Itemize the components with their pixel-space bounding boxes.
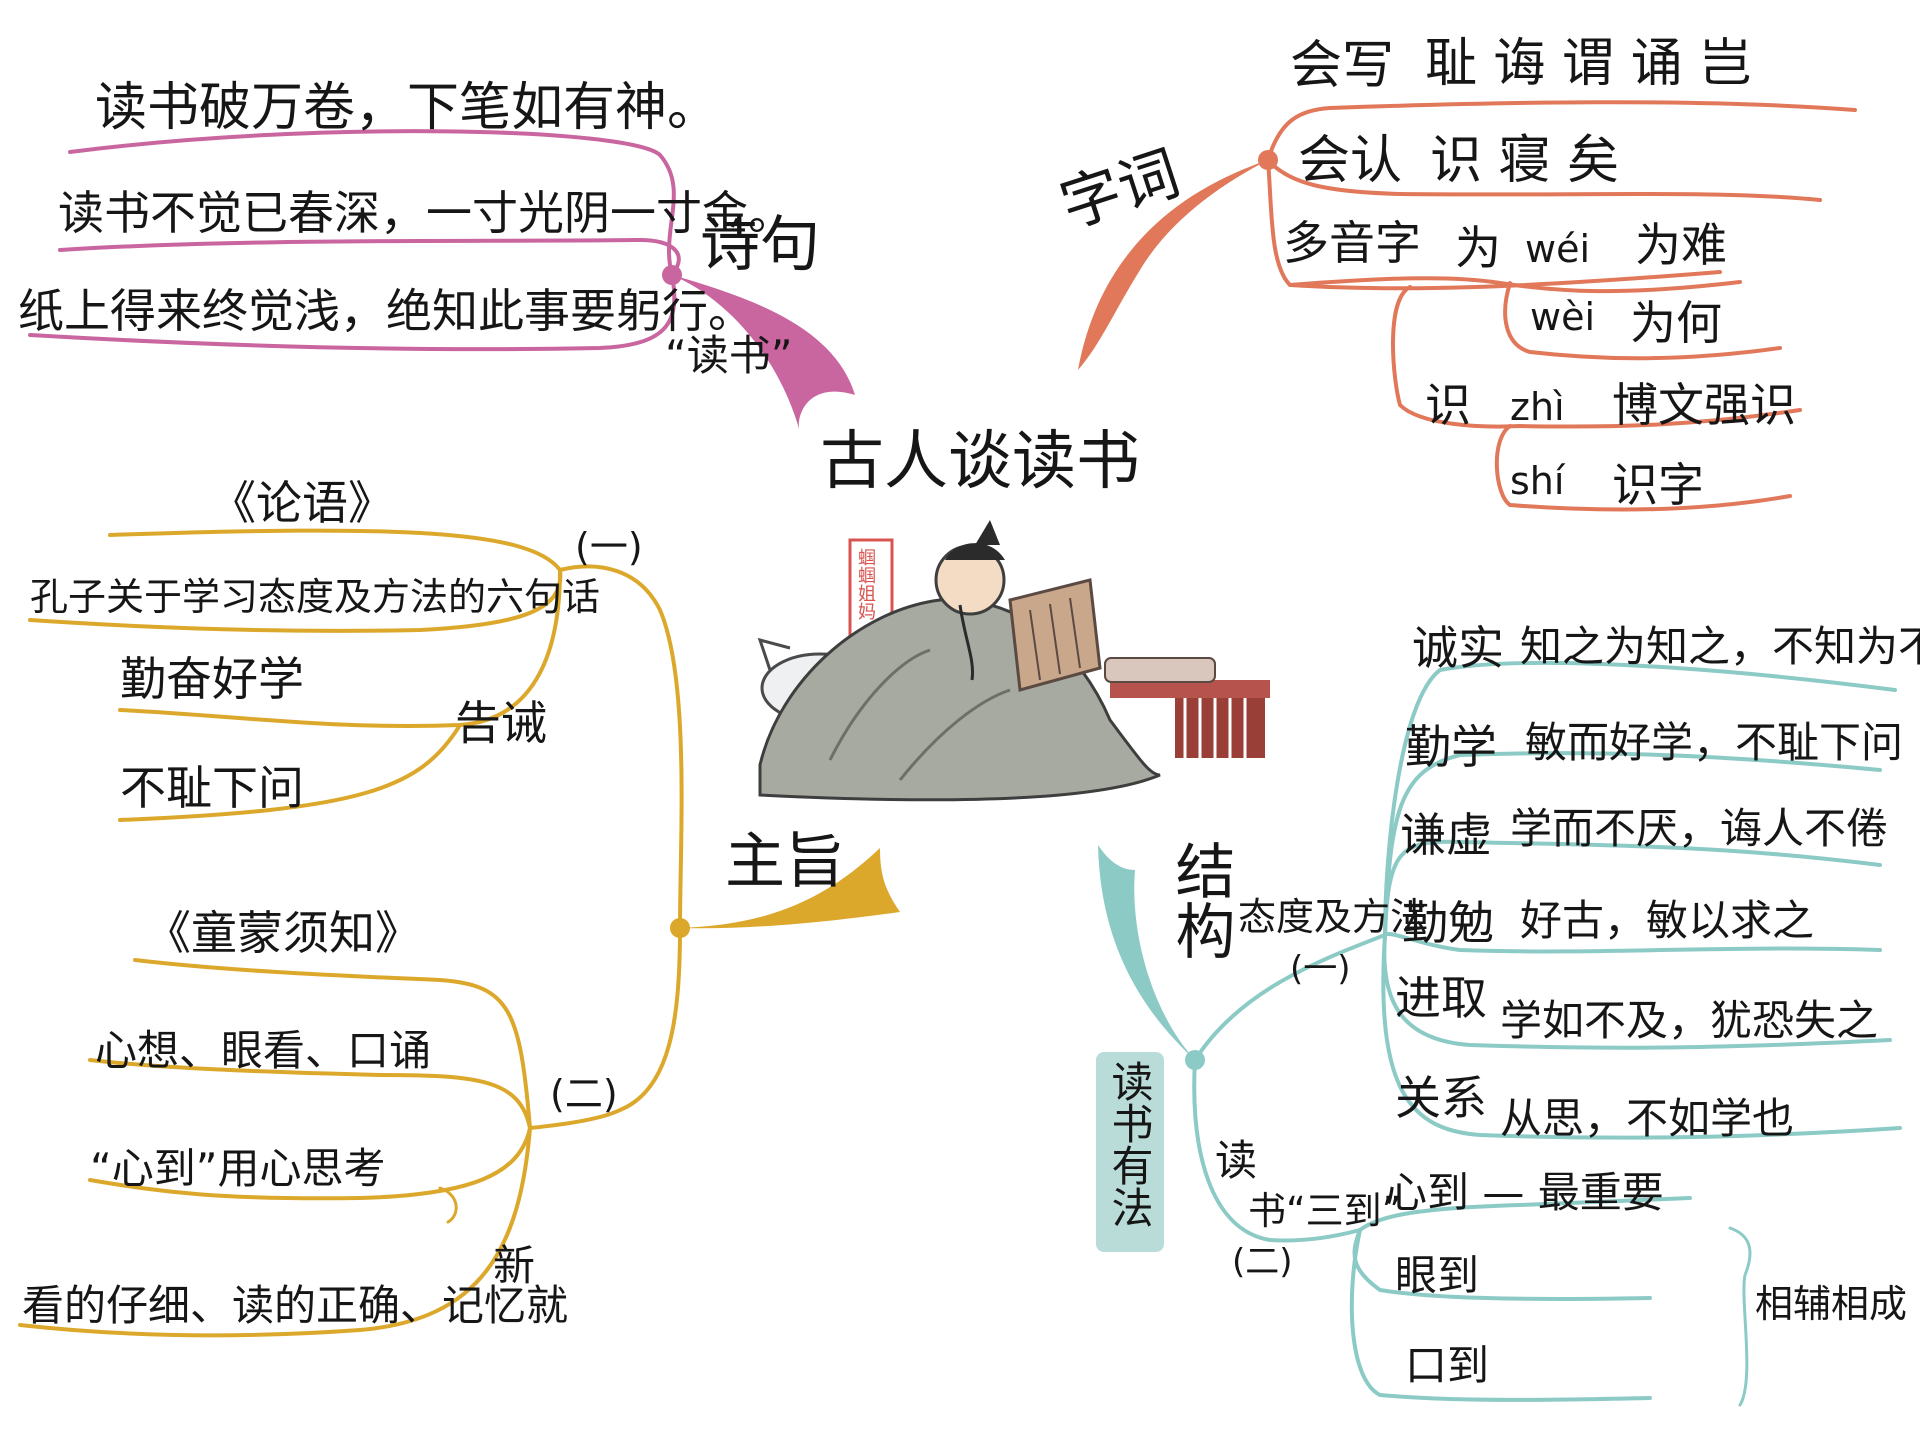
attitude-key-3: 谦虚 bbox=[1400, 808, 1492, 862]
write-label: 会写 bbox=[1290, 36, 1395, 96]
shi-word-1: 博文强识 bbox=[1612, 378, 1796, 432]
attitude-key-5: 进取 bbox=[1395, 971, 1487, 1025]
write-chars: 耻 诲 谓 诵 岂 bbox=[1425, 34, 1752, 94]
theme-branch bbox=[18, 528, 900, 1338]
poems-sub: “读书” bbox=[665, 331, 793, 380]
theme-two-line-3: 看的仔细、读的正确、记忆就 bbox=[22, 1281, 569, 1330]
theme-warn-2: 不耻下问 bbox=[120, 761, 304, 815]
read-label: 会认 bbox=[1298, 131, 1403, 191]
attitude-key-6: 关系 bbox=[1395, 1071, 1487, 1125]
structure-two-num: (二) bbox=[1232, 1242, 1293, 1282]
structure-two-b: 书“三到” bbox=[1248, 1189, 1402, 1233]
wei-word-1: 为难 bbox=[1635, 218, 1727, 272]
structure-vlabel: 读书有法 bbox=[1105, 1060, 1154, 1228]
theme-one-book: 《论语》 bbox=[210, 476, 394, 530]
attitude-key-1: 诚实 bbox=[1412, 621, 1504, 675]
shi-pinyin-2: shí bbox=[1510, 459, 1565, 503]
shi-char: 识 bbox=[1425, 378, 1471, 432]
attitude-val-1: 知之为知之，不知为不知 bbox=[1520, 622, 1920, 671]
page-title: 古人谈读书 bbox=[820, 425, 1140, 499]
attitude-val-6: 从思，不如学也 bbox=[1500, 1094, 1795, 1143]
attitude-val-2: 敏而好学，不耻下问 bbox=[1525, 718, 1904, 767]
theme-label: 主旨 bbox=[725, 827, 845, 897]
theme-two-line-1: 心想、眼看、口诵 bbox=[95, 1026, 432, 1075]
theme-one-num: (一) bbox=[575, 525, 643, 569]
poem-line-1: 读书破万卷，下笔如有神。 bbox=[95, 78, 720, 138]
attitude-val-3: 学而不厌，诲人不倦 bbox=[1510, 804, 1889, 853]
wei-pinyin-2: wèi bbox=[1530, 295, 1596, 339]
poems-label: 诗句 bbox=[700, 210, 820, 280]
theme-two-book: 《童蒙须知》 bbox=[145, 906, 421, 960]
structure-branch bbox=[1098, 660, 1902, 1407]
structure-one-label: 态度及方法 bbox=[1238, 895, 1429, 939]
attitude-val-5: 学如不及，犹恐失之 bbox=[1500, 996, 1879, 1045]
theme-one-desc: 孔子关于学习态度及方法的六句话 bbox=[30, 575, 601, 619]
three-to-relation: 相辅相成 bbox=[1755, 1282, 1908, 1326]
attitude-key-2: 勤学 bbox=[1405, 720, 1497, 774]
poem-line-2: 读书不觉已春深，一寸光阴一寸金。 bbox=[58, 186, 794, 240]
theme-two-line-3b: 新 bbox=[493, 1241, 536, 1290]
poems-branch bbox=[28, 129, 855, 432]
poem-line-3: 纸上得来终觉浅，绝知此事要躬行。 bbox=[18, 284, 754, 338]
three-to-main: 心到 — 最重要 bbox=[1385, 1168, 1664, 1217]
shi-word-2: 识字 bbox=[1612, 458, 1704, 512]
words-branch bbox=[1078, 100, 1857, 512]
theme-two-num: (二) bbox=[550, 1072, 618, 1116]
attitude-val-4: 好古，敏以求之 bbox=[1520, 896, 1815, 945]
three-to-eye: 眼到 bbox=[1395, 1251, 1480, 1300]
wei-word-2: 为何 bbox=[1630, 296, 1722, 350]
theme-warn: 告诫 bbox=[455, 696, 547, 750]
structure-vertical-band bbox=[1096, 1052, 1164, 1252]
structure-label: 结构 bbox=[1165, 840, 1235, 960]
poly-label: 多音字 bbox=[1283, 216, 1421, 270]
structure-two-a: 读 bbox=[1215, 1136, 1258, 1185]
seal-text: 蝈蝈姐妈 bbox=[855, 548, 876, 620]
wei-char: 为 bbox=[1455, 221, 1501, 275]
structure-one-num: (一) bbox=[1290, 949, 1351, 989]
read-chars: 识 寝 矣 bbox=[1430, 131, 1620, 191]
poems-ribbon bbox=[672, 275, 855, 432]
theme-warn-1: 勤奋好学 bbox=[120, 652, 304, 706]
attitude-key-4: 勤勉 bbox=[1402, 896, 1494, 950]
scholar-illustration bbox=[757, 520, 1270, 802]
wei-pinyin-1: wéi bbox=[1525, 227, 1591, 271]
shi-pinyin-1: zhì bbox=[1510, 385, 1565, 429]
structure-ribbon bbox=[1098, 845, 1195, 1060]
three-to-mouth: 口到 bbox=[1405, 1341, 1490, 1390]
theme-two-line-2: “心到”用心思考 bbox=[90, 1144, 386, 1193]
theme-ribbon bbox=[680, 848, 900, 929]
